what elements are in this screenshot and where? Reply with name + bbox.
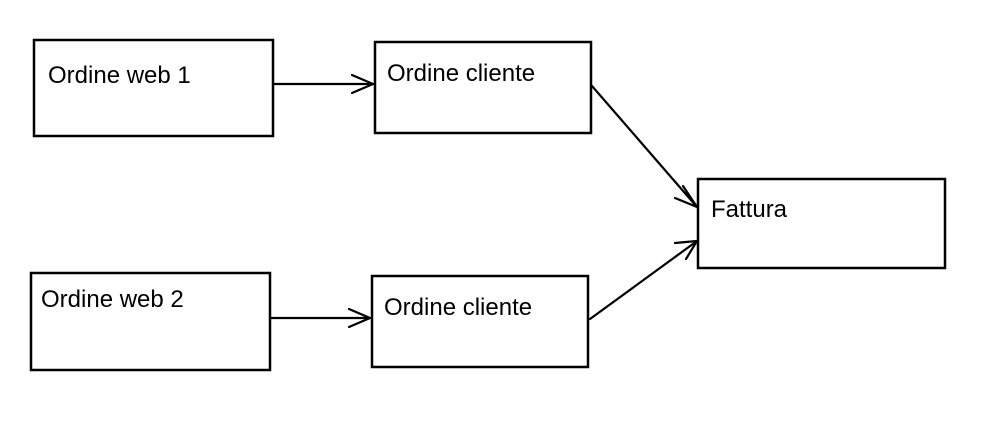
box-ordine-web-2: Ordine web 2 [29, 271, 272, 372]
box-fattura-label: Fattura [711, 196, 788, 223]
arrow-web1-to-cliente1 [272, 73, 375, 95]
arrow-cliente2-to-fattura [588, 239, 699, 321]
box-ordine-web-2-label: Ordine web 2 [41, 286, 184, 313]
box-ordine-cliente-2-label: Ordine cliente [384, 294, 532, 321]
box-ordine-web-1-label: Ordine web 1 [48, 62, 191, 89]
arrow-web2-to-cliente2 [269, 307, 372, 329]
box-ordine-web-1: Ordine web 1 [32, 38, 275, 138]
box-ordine-cliente-1: Ordine cliente [373, 40, 593, 135]
arrow-cliente1-to-fattura [590, 84, 699, 209]
box-fattura: Fattura [696, 177, 947, 270]
box-ordine-cliente-2: Ordine cliente [370, 274, 590, 369]
box-ordine-cliente-1-label: Ordine cliente [387, 60, 535, 87]
